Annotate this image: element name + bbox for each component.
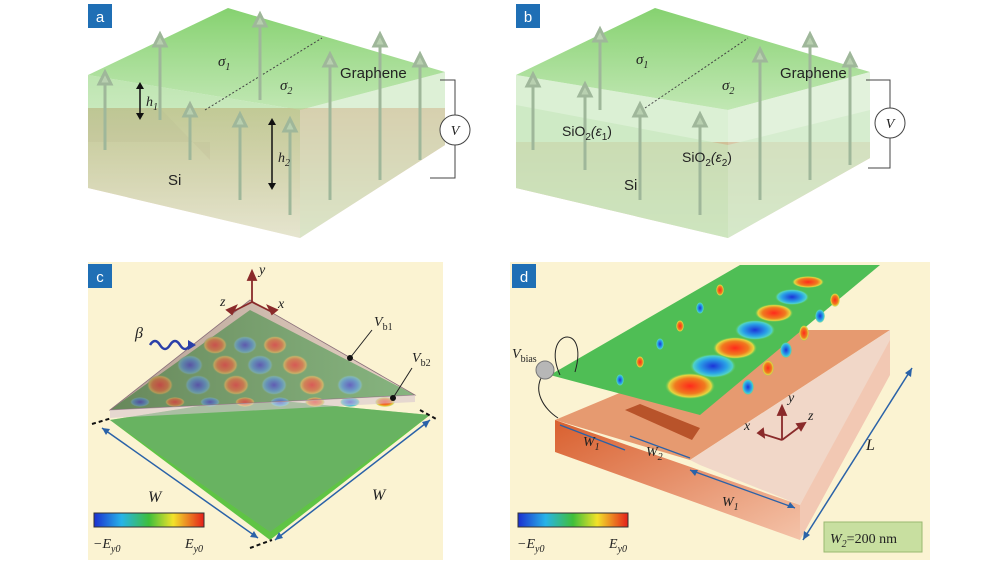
l-dimension: L [802, 367, 913, 541]
svg-text:W2: W2 [646, 445, 663, 463]
beta-wave: β [134, 325, 196, 351]
svg-text:W2=200 nm: W2=200 nm [830, 532, 897, 550]
panel-a-badge [88, 4, 112, 28]
glass-side-b [728, 72, 870, 238]
panel-c-badge-label: c [96, 269, 104, 286]
sio2-eps1-label: SiO2(ε1) [562, 123, 612, 143]
svg-text:Ey0: Ey0 [608, 537, 627, 555]
svg-text:Vb1: Vb1 [374, 315, 393, 333]
panel-a: a σ1 σ2 Graphene h1 [88, 4, 471, 238]
graphene-label-b: Graphene [780, 65, 847, 82]
glass-front-b [516, 75, 728, 238]
axis-x-d: x [743, 419, 751, 434]
svg-text:h2: h2 [278, 151, 290, 169]
field-pattern-d [616, 276, 840, 399]
panel-b: b σ1 σ2 Graphene SiO2(ε1) SiO2(ε2) Si V [516, 4, 906, 238]
sio2-eps2-label: SiO2(ε2) [682, 149, 732, 169]
graphene-boundary-a [204, 37, 323, 111]
graphene-sheet-b [516, 8, 870, 110]
w1-dimension-right: W1 [689, 469, 796, 513]
glass-side-a [300, 72, 445, 238]
sigma2-a: σ2 [280, 78, 292, 97]
silicon-front [555, 420, 800, 540]
si-label-a: Si [168, 172, 181, 189]
panel-c-badge [88, 264, 112, 288]
panel-b-badge-label: b [524, 9, 532, 26]
axis-y-d: y [786, 391, 795, 406]
panel-a-badge-label: a [96, 9, 105, 26]
panel-d-badge-label: d [520, 269, 528, 286]
colorbar-c: −Ey0 Ey0 [93, 512, 205, 555]
svg-text:V: V [451, 124, 461, 139]
axes-d [756, 403, 807, 441]
svg-text:W1: W1 [722, 495, 739, 513]
panel-d-badge [512, 264, 536, 288]
svg-text:Vbias: Vbias [512, 347, 537, 365]
silicon-side [800, 330, 890, 540]
graphene-slab-c-shade [110, 398, 430, 532]
svg-text:W1: W1 [583, 435, 600, 453]
h1-dimension: h1 [136, 82, 158, 120]
graphene-sheet-a [88, 8, 445, 110]
svg-text:Vb2: Vb2 [412, 351, 431, 369]
w2-dimension: W2 [629, 435, 691, 463]
panel-c: c [88, 262, 443, 560]
svg-text:V: V [886, 117, 896, 132]
field-arrows-b [524, 25, 859, 215]
w-dimension-right-c: W [274, 409, 439, 541]
vb2-label: Vb2 [390, 351, 431, 401]
axis-z-d: z [807, 409, 814, 424]
svg-text:W: W [148, 489, 163, 506]
sigma1-a: σ1 [218, 54, 230, 73]
svg-text:Ey0: Ey0 [184, 537, 203, 555]
voltage-source-b: V [866, 79, 906, 169]
field-arrows-a [96, 10, 429, 215]
svg-text:L: L [865, 437, 875, 454]
silicon-groove [625, 404, 700, 440]
w-dimension-left-c: W [91, 417, 273, 549]
graphene-boundary-b [644, 37, 749, 109]
svg-text:β: β [134, 325, 143, 342]
axis-z-c: z [219, 295, 226, 310]
svg-text:h1: h1 [146, 95, 158, 113]
svg-text:W: W [372, 487, 387, 504]
svg-text:−Ey0: −Ey0 [93, 537, 120, 555]
sigma2-b: σ2 [722, 78, 734, 97]
axes-c [225, 268, 279, 316]
voltage-source-a: V [430, 79, 471, 179]
graphene-label-a: Graphene [340, 65, 407, 82]
w1-dimension-left: W1 [559, 424, 626, 453]
silicon-top-right [690, 330, 890, 505]
gate-vb2 [110, 395, 415, 418]
axis-y-c: y [257, 263, 266, 278]
svg-text:−Ey0: −Ey0 [517, 537, 544, 555]
sigma1-b: σ1 [636, 52, 648, 71]
h2-dimension: h2 [268, 118, 290, 190]
vb1-label: Vb1 [347, 315, 393, 361]
colorbar-d: −Ey0 Ey0 [517, 512, 629, 555]
si-label-b: Si [624, 177, 637, 194]
axis-x-c: x [277, 297, 285, 312]
panel-d: d [510, 262, 930, 560]
vbias-contact: Vbias [512, 336, 579, 419]
panel-b-badge [516, 4, 540, 28]
w2-note-box: W2=200 nm [823, 521, 923, 553]
